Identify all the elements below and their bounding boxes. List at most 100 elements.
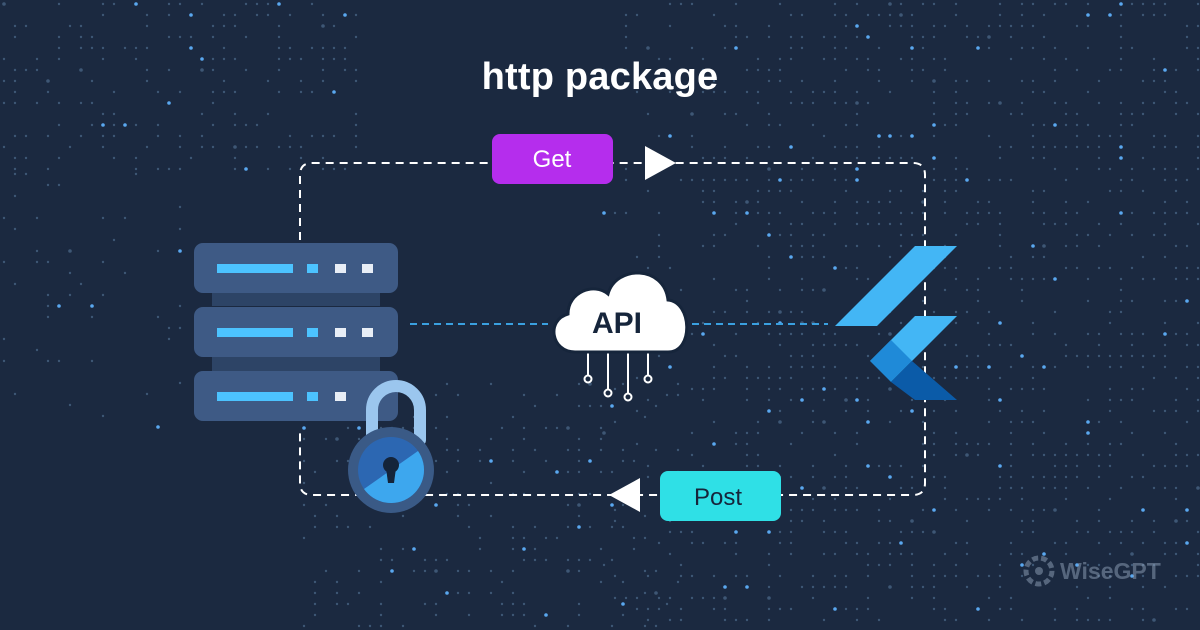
- background-dot: [1119, 189, 1123, 193]
- background-dot: [712, 277, 716, 281]
- background-dot: [833, 530, 837, 534]
- background-dot: [90, 304, 94, 308]
- background-dot: [643, 415, 647, 419]
- background-dot: [1020, 79, 1024, 83]
- background-dot: [811, 409, 815, 413]
- background-dot: [101, 293, 105, 297]
- background-dot: [1152, 354, 1156, 358]
- background-dot: [888, 13, 892, 17]
- background-dot: [1196, 409, 1200, 413]
- background-dot: [302, 437, 306, 441]
- background-dot: [456, 514, 460, 518]
- background-dot: [701, 596, 705, 600]
- background-dot: [855, 508, 859, 512]
- background-dot: [668, 2, 672, 6]
- background-dot: [544, 459, 548, 463]
- background-dot: [833, 475, 837, 479]
- background-dot: [954, 90, 958, 94]
- background-dot: [668, 90, 672, 94]
- background-dot: [701, 200, 705, 204]
- background-dot: [1031, 24, 1035, 28]
- background-dot: [657, 596, 661, 600]
- background-dot: [668, 266, 672, 270]
- background-dot: [932, 156, 936, 160]
- background-dot: [932, 101, 936, 105]
- background-dot: [998, 464, 1002, 468]
- background-dot: [646, 475, 650, 479]
- background-dot: [1108, 134, 1112, 138]
- background-dot: [602, 431, 606, 435]
- background-dot: [1185, 574, 1189, 578]
- background-dot: [1053, 277, 1057, 281]
- background-dot: [2, 216, 6, 220]
- background-dot: [800, 79, 804, 83]
- background-dot: [1163, 486, 1167, 490]
- background-dot: [844, 486, 848, 490]
- background-dot: [1031, 387, 1035, 391]
- background-dot: [976, 200, 980, 204]
- background-dot: [379, 547, 383, 551]
- background-dot: [57, 156, 61, 160]
- background-dot: [712, 387, 716, 391]
- background-dot: [1130, 299, 1134, 303]
- background-dot: [855, 442, 859, 446]
- background-dot: [621, 580, 625, 584]
- background-dot: [1130, 387, 1134, 391]
- background-dot: [299, 90, 303, 94]
- background-dot: [789, 607, 793, 611]
- background-dot: [299, 145, 303, 149]
- background-dot: [844, 607, 848, 611]
- background-dot: [233, 90, 237, 94]
- background-dot: [756, 200, 760, 204]
- background-dot: [577, 459, 581, 463]
- background-dot: [921, 233, 925, 237]
- get-label: Get: [533, 146, 572, 173]
- wisegpt-logo-icon: [1023, 555, 1055, 587]
- background-dot: [943, 200, 947, 204]
- background-dot: [357, 437, 361, 441]
- background-dot: [1086, 123, 1090, 127]
- background-dot: [789, 222, 793, 226]
- background-dot: [101, 414, 105, 418]
- get-button[interactable]: Get: [492, 134, 613, 184]
- background-dot: [1185, 24, 1189, 28]
- background-dot: [1097, 101, 1101, 105]
- background-dot: [998, 574, 1002, 578]
- background-dot: [734, 211, 738, 215]
- background-dot: [833, 222, 837, 226]
- background-dot: [1097, 156, 1101, 160]
- background-dot: [932, 530, 936, 534]
- background-dot: [822, 618, 826, 622]
- background-dot: [811, 255, 815, 259]
- background-dot: [646, 464, 650, 468]
- background-dot: [1097, 343, 1101, 347]
- background-dot: [987, 508, 991, 512]
- background-dot: [855, 541, 859, 545]
- background-dot: [767, 332, 771, 336]
- background-dot: [998, 266, 1002, 270]
- background-dot: [1152, 376, 1156, 380]
- background-dot: [354, 134, 358, 138]
- background-dot: [1075, 585, 1079, 589]
- background-dot: [544, 426, 548, 430]
- background-dot: [610, 558, 614, 562]
- post-button[interactable]: Post: [660, 471, 781, 521]
- background-dot: [1009, 266, 1013, 270]
- background-dot: [357, 624, 361, 628]
- background-dot: [302, 536, 306, 540]
- background-dot: [35, 260, 39, 264]
- background-dot: [1108, 68, 1112, 72]
- background-dot: [921, 46, 925, 50]
- background-dot: [1163, 541, 1167, 545]
- background-dot: [1196, 145, 1200, 149]
- background-dot: [1174, 244, 1178, 248]
- background-dot: [244, 68, 248, 72]
- background-dot: [668, 57, 672, 61]
- background-dot: [1141, 13, 1145, 17]
- background-dot: [233, 112, 237, 116]
- background-dot: [866, 563, 870, 567]
- background-dot: [233, 57, 237, 61]
- background-dot: [833, 79, 837, 83]
- background-dot: [756, 90, 760, 94]
